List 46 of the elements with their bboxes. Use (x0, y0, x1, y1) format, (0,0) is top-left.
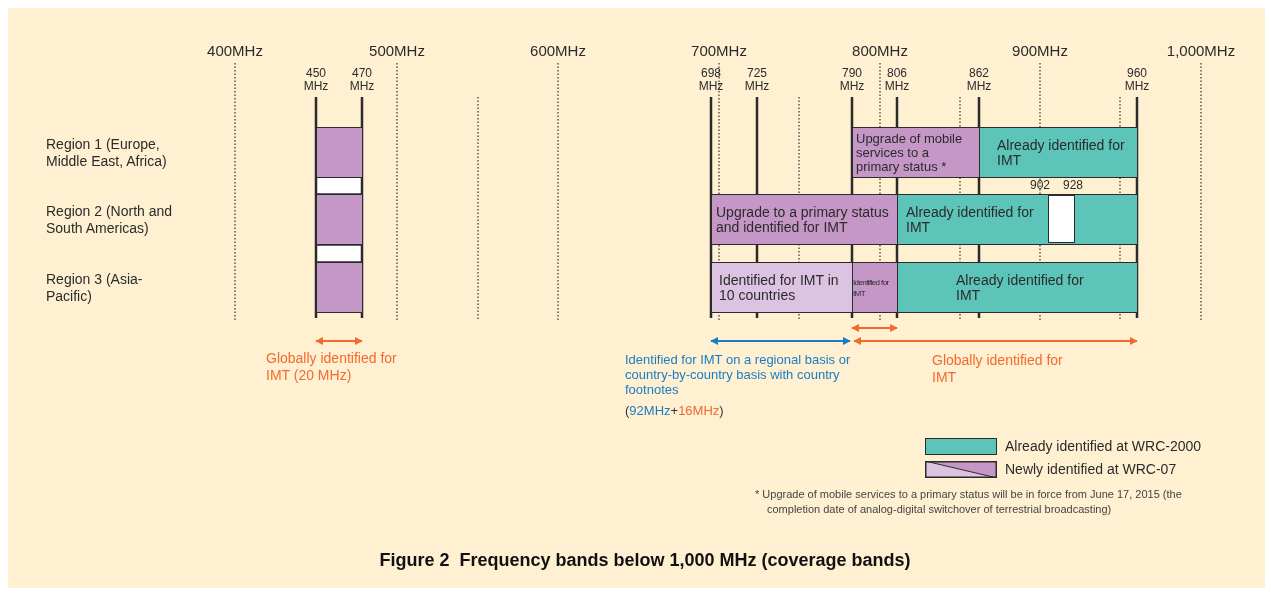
range-label: Globally identified for IMT (20 MHz) (266, 350, 398, 384)
band-label: Already identified for IMT (906, 204, 1035, 235)
frequency-label: 450 MHz (302, 67, 330, 93)
frequency-label: 500MHz (368, 41, 426, 61)
footnote: * Upgrade of mobile services to a primary status will be in force from June 17, 2015 (the completion date of analog-digital switchover of terrestrial broadcasting) (755, 487, 1183, 517)
region-label: Region 3 (Asia-Pacific) (46, 271, 144, 305)
frequency-label: 806 MHz (883, 67, 911, 93)
frequency-label: 470 MHz (348, 67, 376, 93)
legend-label: Already identified at WRC-2000 (1005, 437, 1202, 456)
figure-caption: Figure 2 Frequency bands below 1,000 MHz (coverage bands) (378, 549, 912, 572)
band-box (711, 262, 853, 313)
band-box (316, 194, 363, 245)
band-box (316, 127, 363, 178)
range-label: Globally identified for IMT (932, 352, 1064, 386)
band-box (316, 262, 363, 313)
frequency-label: 800MHz (851, 41, 909, 61)
frequency-label: 700MHz (690, 41, 748, 61)
frequency-label: 928 (1062, 178, 1084, 193)
band-label: Upgrade to a primary status and identified for IMT (716, 204, 890, 235)
legend-label: Newly identified at WRC-07 (1005, 460, 1177, 479)
band-box (897, 194, 1138, 245)
frequency-label: 900MHz (1011, 41, 1069, 61)
band-box (852, 262, 898, 313)
band-box (852, 127, 980, 178)
frequency-label: 1,000MHz (1165, 41, 1237, 61)
band-box (897, 262, 1138, 313)
frequency-label: 862 MHz (965, 67, 993, 93)
region-label: Region 1 (Europe, Middle East, Africa) (46, 136, 168, 170)
band-label: Identified for IMT in 10 countries (719, 272, 840, 303)
frequency-label: 600MHz (529, 41, 587, 61)
frequency-label: 790 MHz (838, 67, 866, 93)
frequency-label: 725 MHz (743, 67, 771, 93)
band-box (711, 194, 898, 245)
range-label: Identified for IMT on a regional basis or country-by-country basis with country footnotes (625, 352, 852, 397)
band-label: Already identified for IMT (997, 137, 1126, 168)
gap-box (1048, 195, 1075, 243)
band-label: Upgrade of mobile services to a primary status * (856, 131, 964, 174)
region-label: Region 2 (North and South Americas) (46, 203, 174, 237)
frequency-label: 400MHz (206, 41, 264, 61)
frequency-label: 960 MHz (1123, 67, 1151, 93)
frequency-label: 902 (1029, 178, 1051, 193)
band-box (979, 127, 1138, 178)
band-label: Identified for IMT (853, 276, 890, 299)
band-label: Already identified for IMT (956, 272, 1085, 303)
range-label: (92MHz+16MHz) (625, 403, 725, 419)
frequency-label: 698 MHz (697, 67, 725, 93)
